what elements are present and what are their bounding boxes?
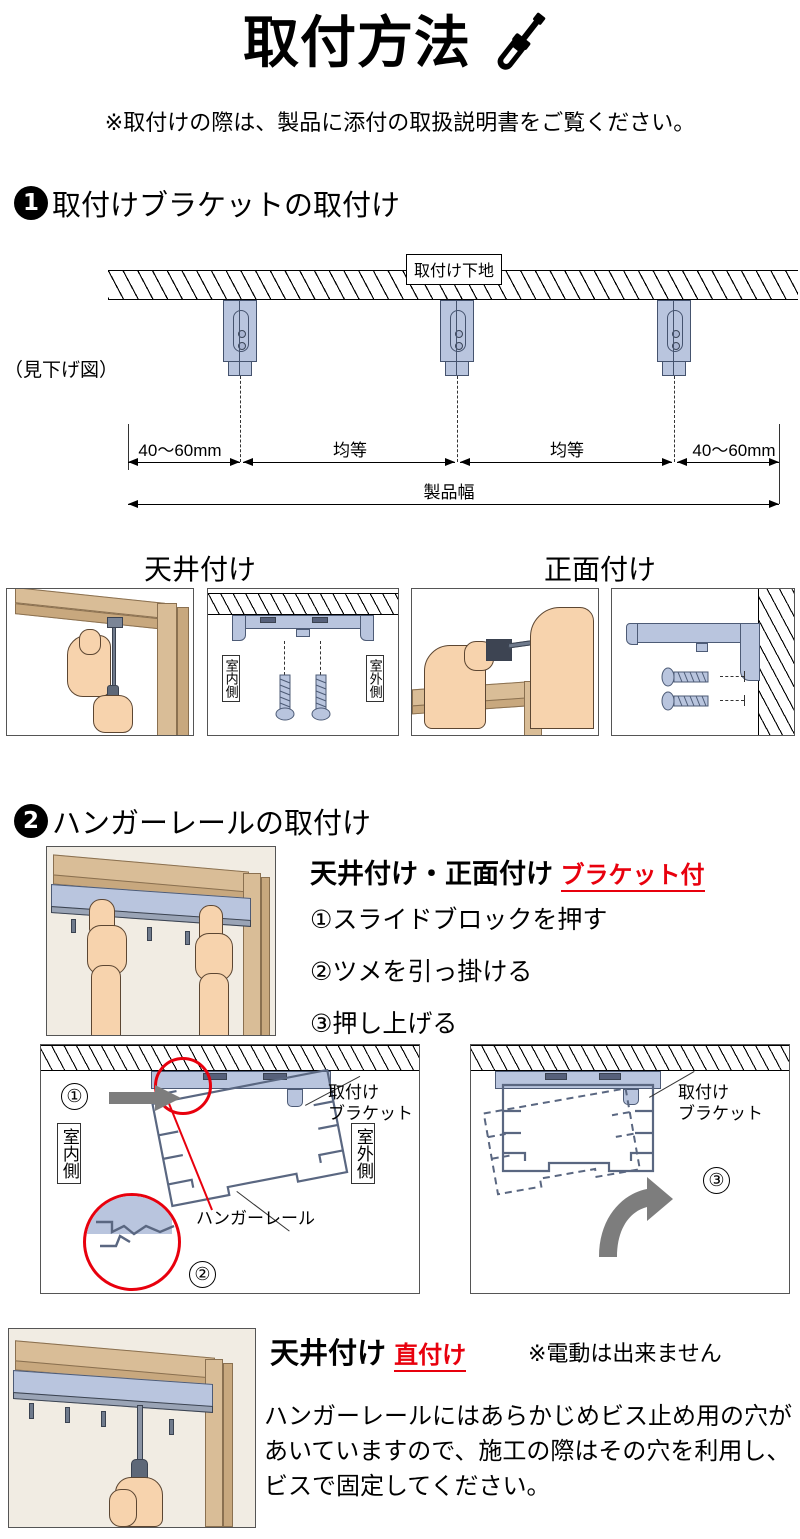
dim-equal-1-label: 均等 [333, 441, 367, 460]
dim-line-edge-left [128, 462, 240, 464]
step-3-body: ハンガーレールにはあらかじめビス止め用の穴があいていますので、施工の際はその穴を… [264, 1403, 792, 1500]
hanger-rail-install-illustration [46, 846, 276, 1036]
bracket-right [657, 300, 691, 376]
bracket-callout-left-line2: ブラケット [328, 1104, 413, 1124]
screw-upper-icon [661, 667, 709, 687]
rail-callout-left: ハンガーレール [196, 1209, 315, 1228]
step-3-tag: 直付け [394, 1342, 467, 1372]
page-title: 取付方法 [243, 10, 471, 74]
mount-type-heading-ceiling: 天井付け [143, 554, 256, 585]
dim-arrow-total-start [128, 500, 138, 508]
direct-mount-hand-illustration [8, 1328, 256, 1528]
mount-type-heading-face: 正面付け [543, 554, 656, 585]
bracket-callout-right-line2: ブラケット [678, 1104, 763, 1124]
dim-line-total [128, 504, 779, 506]
bracket-spacing-diagram [0, 245, 800, 515]
dim-line-equal-2 [460, 462, 672, 464]
ceiling-mount-section: 室内側 室外側 [207, 588, 399, 736]
marker-step-1: ① [61, 1083, 88, 1110]
dim-total-label: 製品幅 [423, 483, 475, 502]
dim-arrow-edge-right-start [677, 458, 687, 466]
dim-tick-far-left [128, 424, 130, 470]
rail-hook-diagram-left: 室内側 室外側 ① ② [40, 1044, 420, 1294]
dim-arrow-equal-2-start [460, 458, 470, 466]
substrate-label: 取付け下地 [406, 254, 503, 285]
marker-step-3: ③ [703, 1167, 730, 1194]
step-2-item-3: ③押し上げる [310, 1010, 458, 1038]
face-mount-section [611, 588, 795, 736]
screw-lower-icon [661, 691, 709, 711]
outdoor-side-label: 室外側 [366, 655, 384, 702]
step-1-heading: 1 取付けブラケットの取付け [14, 182, 400, 224]
screw-left-icon [275, 674, 295, 721]
dim-edge-left-label: 40〜60mm [138, 441, 222, 460]
ceiling-mount-hand-illustration [6, 588, 194, 736]
screw-right-icon [311, 674, 331, 721]
screw-axis-right [320, 641, 321, 675]
dim-arrow-equal-1-end [445, 458, 455, 466]
header-note: ※取付けの際は、製品に添付の取扱説明書をご覧ください。 [104, 110, 696, 135]
face-mount-hand-illustration [411, 588, 599, 736]
marker-step-2: ② [189, 1261, 216, 1288]
bracket-callout-left-line1: 取付け [328, 1083, 379, 1102]
step-1-badge: 1 [14, 186, 48, 220]
step-2-tag: ブラケット付 [560, 862, 705, 892]
dim-line-equal-1 [243, 462, 455, 464]
dim-arrow-edge-right-end [769, 458, 779, 466]
dim-arrow-edge-left-start [128, 458, 138, 466]
dim-equal-2-label: 均等 [550, 441, 584, 460]
bracket-callout-left: 取付け ブラケット [328, 1082, 413, 1125]
centerline-center [457, 376, 458, 462]
centerline-left [240, 376, 241, 462]
page-header: 取付方法 [0, 2, 800, 83]
screw-axis-left [284, 641, 285, 675]
step-2-subheading-row: 天井付け・正面付け ブラケット付 [310, 852, 705, 892]
step-3-heading: 天井付け [270, 1338, 387, 1370]
bracket-center [440, 300, 474, 376]
step-2-heading: 2 ハンガーレールの取付け [14, 800, 371, 842]
centerline-right [674, 376, 675, 462]
indoor-side-label-lower: 室内側 [57, 1123, 81, 1184]
push-arrow-icon [109, 1085, 181, 1111]
detail-zoom-circle [83, 1193, 181, 1291]
bracket-callout-right: 取付け ブラケット [678, 1082, 763, 1125]
step-2-item-2: ②ツメを引っ掛ける [310, 958, 533, 986]
indoor-side-label: 室内側 [222, 655, 240, 702]
step-2-item-1: ①スライドブロックを押す [310, 906, 608, 934]
dim-arrow-equal-1-start [243, 458, 253, 466]
screwdriver-icon [485, 6, 557, 83]
step-3-note: ※電動は出来ません [528, 1341, 722, 1366]
dim-edge-right-label: 40〜60mm [692, 441, 776, 460]
step-2-subheading: 天井付け・正面付け [310, 859, 553, 889]
bracket-callout-right-line1: 取付け [678, 1083, 729, 1102]
outdoor-side-label-lower: 室外側 [351, 1123, 375, 1184]
lift-arrow-icon [599, 1177, 673, 1257]
step-1-title: 取付けブラケットの取付け [52, 190, 401, 222]
step-2-badge: 2 [14, 804, 48, 838]
dim-line-edge-right [677, 462, 779, 464]
down-view-label: （見下げ図） [4, 360, 119, 381]
step-2-title: ハンガーレールの取付け [52, 808, 372, 840]
rail-hook-diagram-right: ③ [470, 1044, 790, 1294]
hanger-rail-previous-outline [482, 1089, 641, 1196]
hanger-rail-final-outline [501, 1083, 655, 1173]
bracket-left [223, 300, 257, 376]
dim-arrow-equal-2-end [662, 458, 672, 466]
dim-arrow-edge-left-end [230, 458, 240, 466]
dim-arrow-total-end [769, 500, 779, 508]
step-3-heading-row: 天井付け 直付け [270, 1330, 467, 1372]
ceiling-substrate-hatch [108, 270, 798, 300]
dim-tick-far-right [779, 424, 781, 504]
